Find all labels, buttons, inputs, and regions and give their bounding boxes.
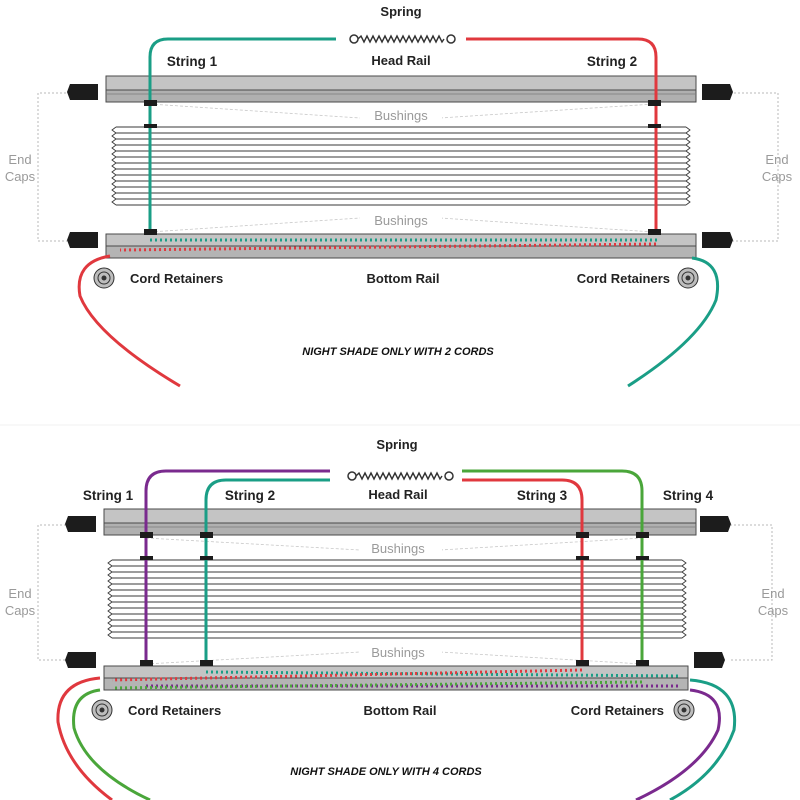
bushing-guides [149,103,655,233]
string-label: String 4 [663,488,714,503]
bushing-icon [144,100,661,235]
spring-label: Spring [376,437,417,452]
string-label: String 2 [587,54,637,69]
end-caps-label-left-1: End [8,152,31,167]
string-1-cord [148,37,719,388]
pleated-fabric [107,559,687,639]
cord-retainer-icon [93,267,699,289]
end-cap-icon [67,84,733,248]
head-rail [103,508,697,536]
string-3-cord [56,478,584,800]
string-label: String 1 [83,488,134,503]
cord-retainers-label-left: Cord Retainers [128,703,221,718]
head-rail-label-bg [360,52,442,68]
caption-4-cords: NIGHT SHADE ONLY WITH 4 CORDS [290,766,482,778]
end-caps-bracket-left [37,92,70,242]
bottom-rail-label: Bottom Rail [367,271,440,286]
bushing-guides [145,537,644,665]
end-caps-label-left-2: Caps [5,603,36,618]
string-label: String 2 [225,488,275,503]
end-caps-label-left-2: Caps [5,169,36,184]
end-caps-label-right-1: End [765,152,788,167]
end-caps-label-right-2: Caps [762,169,793,184]
panel-4-cords: End Caps End Caps Spring Bushings B [5,437,789,800]
bushings-top-bg [360,108,442,124]
spring [349,34,456,44]
bushings-top-label: Bushings [371,541,425,556]
caption-2-cords: NIGHT SHADE ONLY WITH 2 CORDS [302,346,494,358]
bushings-top-bg [360,540,442,556]
head-rail-label: Head Rail [371,53,430,68]
string-2-cord [77,37,658,388]
end-cap-icon [65,516,731,668]
bushings-bottom-label: Bushings [371,645,425,660]
bushings-bottom-bg [360,644,442,660]
end-caps-bracket-left [37,524,70,661]
end-caps-label-right-1: End [761,586,784,601]
string-label: String 1 [167,54,218,69]
head-rail [105,75,697,103]
string-4-cord [72,469,644,800]
pleated-fabric [111,126,691,206]
bushing-icon [140,532,649,666]
spring-label: Spring [380,4,421,19]
spring [347,471,454,481]
end-caps-label-right-2: Caps [758,603,789,618]
bushings-bottom-label: Bushings [374,213,428,228]
string-1-cord [144,469,721,800]
string-2-cord [204,478,737,800]
cord-retainers-label-right: Cord Retainers [571,703,664,718]
bushings-bottom-bg [360,212,442,228]
string-label: String 3 [517,488,568,503]
head-rail-label-bg [358,486,442,502]
head-rail-label: Head Rail [368,487,427,502]
bottom-rail-label: Bottom Rail [364,703,437,718]
cord-retainers-label-right: Cord Retainers [577,271,670,286]
end-caps-bracket-right [730,92,779,242]
cord-retainer-icon [91,699,695,721]
cord-retainers-label-left: Cord Retainers [130,271,223,286]
bushings-top-label: Bushings [374,108,428,123]
end-caps-bracket-right [730,524,773,661]
end-caps-label-left-1: End [8,586,31,601]
panel-2-cords: End Caps End Caps Spring Bush [5,4,793,388]
